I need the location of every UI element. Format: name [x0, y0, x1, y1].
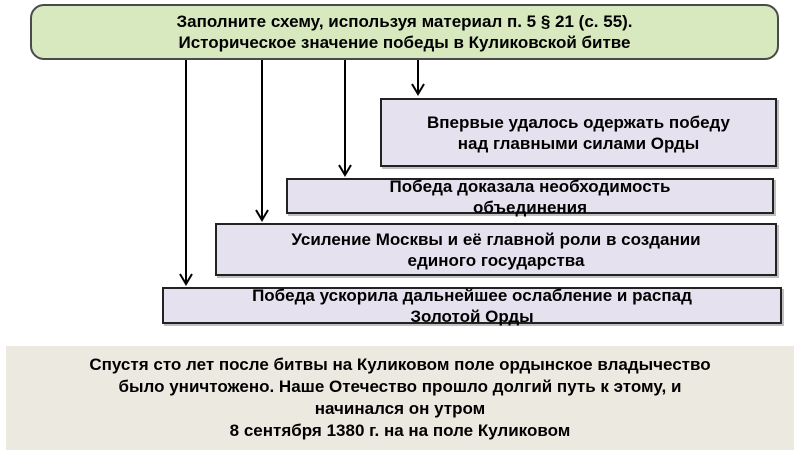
item-1-text-line2: над главными силами Орды	[457, 133, 700, 153]
task-instruction: Заполните схему, используя материал п. 5…	[176, 12, 633, 31]
arrowhead-item-3	[255, 209, 269, 222]
diagram-title: Историческое значение победы в Куликовск…	[178, 33, 631, 52]
item-3-text-line2: единого государства	[407, 250, 585, 270]
item-2-text-line1: Победа доказала необходимость	[389, 177, 671, 196]
item-4-text-line1: Победа ускорила дальнейшее ослабление и …	[252, 285, 692, 305]
diagram-title-box: Заполните схему, используя материал п. 5…	[30, 4, 779, 60]
significance-item-4: Победа ускорила дальнейшее ослабление и …	[162, 285, 782, 326]
item-3-text-line1: Усиление Москвы и её главной роли в созд…	[291, 229, 701, 249]
conclusion-panel: Спустя сто лет после битвы на Куликовом …	[6, 346, 794, 450]
arrowhead-item-1	[411, 83, 425, 96]
arrowhead-item-2	[338, 164, 352, 177]
significance-item-3: Усиление Москвы и её главной роли в созд…	[215, 223, 777, 276]
conclusion-line-2: было уничтожено. Наше Отечество прошло д…	[118, 377, 682, 396]
item-2-text-line2: объединения	[472, 198, 588, 217]
conclusion-line-4: 8 сентября 1380 г. на на поле Куликовом	[229, 421, 571, 440]
significance-item-1: Впервые удалось одержать победу над глав…	[380, 98, 777, 167]
significance-item-2: Победа доказала необходимость объединени…	[286, 177, 774, 217]
conclusion-line-1: Спустя сто лет после битвы на Куликовом …	[89, 355, 711, 374]
arrowhead-item-4	[179, 273, 193, 286]
conclusion-line-3: начинался он утром	[314, 399, 486, 418]
item-4-text-line2: Золотой Орды	[410, 306, 534, 326]
item-1-text-line1: Впервые удалось одержать победу	[426, 112, 730, 132]
